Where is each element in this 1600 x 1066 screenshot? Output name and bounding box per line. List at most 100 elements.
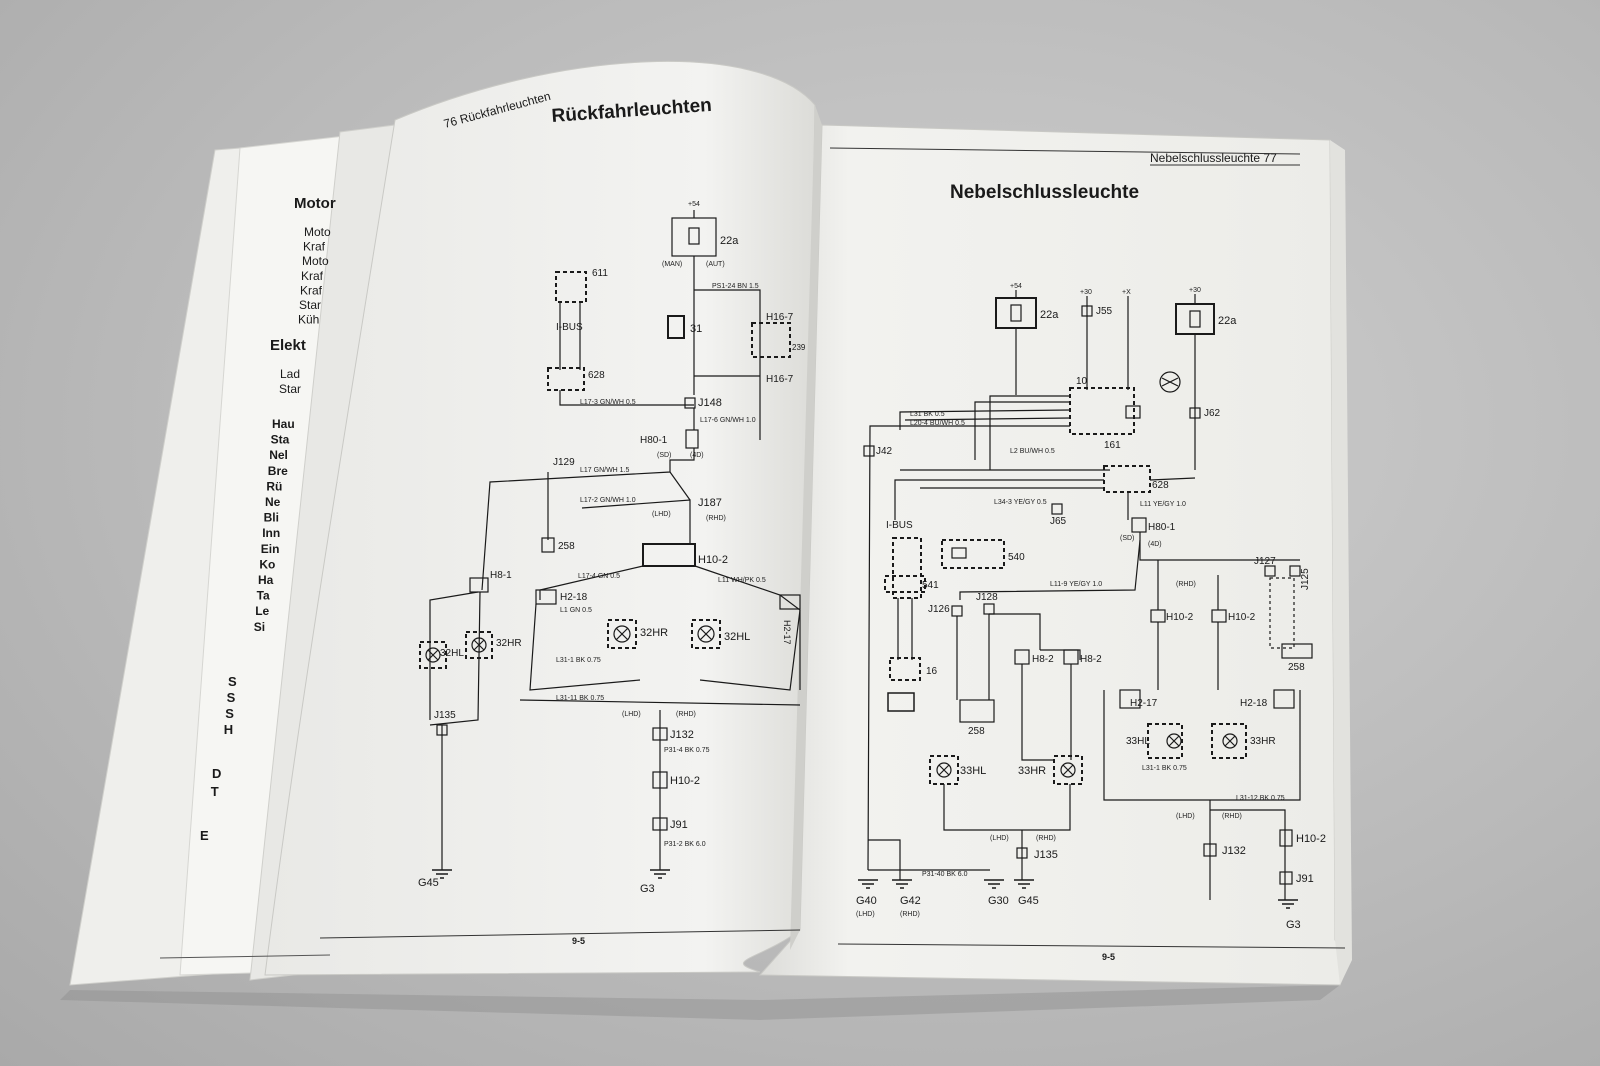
book-gutter [790, 105, 822, 950]
lp-h16a-label: H16-7 [766, 312, 794, 323]
lp-32hr2-label: 32HR [640, 627, 668, 639]
back-page-rule [159, 954, 331, 959]
rp-j128-label: J128 [976, 592, 998, 603]
rp-wire-5: L11 YE/GY 1.0 [1140, 501, 1186, 508]
lp-wire-9: L17 GN/WH 1.5 [580, 467, 630, 474]
lp-h10-label: H10-2 [698, 554, 728, 566]
lp-aut-label: (AUT) [706, 261, 725, 268]
lp-h10b-label: H10-2 [670, 775, 700, 787]
rp-rhd4-label: (RHD) [900, 911, 920, 918]
rp-g40-label: G40 [856, 895, 877, 907]
lp-man-label: (MAN) [662, 261, 682, 268]
lp-wire-11: L1 GN 0.5 [560, 607, 592, 614]
lp-wire-7: P31-4 BK 0.75 [664, 747, 710, 754]
lp-628-label: 628 [588, 370, 605, 381]
right-wiring [863, 290, 1313, 900]
rp-g42-label: G42 [900, 895, 921, 907]
book-shadow [60, 985, 1340, 1020]
right-lamps [936, 371, 1238, 778]
back-item: Inn [262, 526, 280, 540]
rp-j127-label: J127 [1254, 556, 1276, 567]
rp-16-label: 16 [926, 666, 938, 677]
rp-wire-4: L34-3 YE/GY 0.5 [994, 499, 1047, 506]
lp-611-label: 611 [592, 268, 608, 279]
lp-j132-label: J132 [670, 729, 694, 741]
lp-j148-label: J148 [698, 397, 722, 409]
back-item: E [200, 828, 209, 843]
rp-p30a-label: +30 [1080, 289, 1092, 296]
back-item: Si [254, 620, 265, 634]
rp-541-label: 541 [922, 580, 939, 591]
lp-wire-6: L31-11 BK 0.75 [556, 695, 604, 702]
back-item: T [211, 784, 219, 799]
rp-h10c-label: H10-2 [1296, 833, 1326, 845]
rp-lhd2-label: (LHD) [990, 835, 1009, 842]
lp-31-label: 31 [690, 323, 702, 335]
rp-wire-1: L31 BK 0.5 [910, 411, 945, 418]
left-grounds [432, 869, 670, 879]
rp-h80-label: H80-1 [1148, 522, 1176, 533]
rp-10-label: 10 [1076, 376, 1088, 387]
lp-h8-label: H8-1 [490, 570, 512, 581]
back-heading-2: Elekt [270, 337, 306, 354]
lp-wire-8: P31-2 BK 6.0 [664, 841, 706, 848]
rp-33hl2-label: 33HL [1126, 736, 1150, 747]
back-item: Moto [302, 254, 329, 268]
back-item: Ne [265, 495, 281, 509]
lp-j129-label: J129 [553, 457, 575, 468]
lp-g45-label: G45 [418, 877, 439, 889]
left-wiring [419, 210, 801, 870]
lp-lhd2-label: (LHD) [622, 711, 641, 718]
rp-wire-2: L20-4 BU/WH 0.5 [910, 420, 965, 427]
lp-h80-label: H80-1 [640, 435, 668, 446]
back-item: D [212, 766, 221, 781]
back-item: Kraf [303, 240, 326, 254]
back-item: S [227, 690, 236, 705]
left-page [264, 60, 816, 976]
lp-h2-17-label: H2-17 [782, 620, 792, 645]
lp-wire-12: L31-1 BK 0.75 [556, 657, 601, 664]
rp-lhd3-label: (LHD) [856, 911, 875, 918]
lp-4d-label: (4D) [690, 452, 704, 459]
rp-rhd2-label: (RHD) [1222, 813, 1242, 820]
lp-g3-label: G3 [640, 883, 655, 895]
rp-p30b-label: +30 [1189, 287, 1201, 294]
lp-p54-label: +54 [688, 201, 700, 208]
lp-ibus-label: I-BUS [556, 322, 583, 333]
rp-161-label: 161 [1104, 440, 1121, 451]
rp-g3-label: G3 [1286, 919, 1301, 931]
rp-fuse-a-label: 22a [1040, 309, 1059, 321]
back-item: Ta [257, 589, 270, 603]
lp-j91-label: J91 [670, 819, 688, 831]
right-grounds [858, 879, 1298, 909]
back-item: Rü [266, 479, 282, 493]
back-item: Moto [304, 225, 331, 239]
back-item: Le [255, 604, 269, 618]
rp-258b-label: 258 [968, 726, 985, 737]
rp-4d-label: (4D) [1148, 541, 1162, 548]
rp-33hr-label: 33HR [1018, 765, 1046, 777]
rp-px-label: +X [1122, 289, 1131, 296]
back-item: Lad [280, 367, 300, 381]
back-item: Kraf [301, 269, 324, 283]
rp-j91-label: J91 [1296, 873, 1314, 885]
lp-32hr-label: 32HR [496, 638, 522, 649]
rp-j65-label: J65 [1050, 516, 1067, 527]
rp-j135-label: J135 [1034, 849, 1058, 861]
back-item: Ko [259, 557, 275, 571]
lp-32hl2-label: 32HL [724, 631, 750, 643]
rp-j125-label: J125 [1300, 568, 1311, 590]
rp-wire-9: P31-40 BK 6.0 [922, 871, 968, 878]
rp-j55-label: J55 [1096, 306, 1113, 317]
rp-33hr2-label: 33HR [1250, 736, 1276, 747]
rp-g45-label: G45 [1018, 895, 1039, 907]
rp-rhd3-label: (RHD) [1036, 835, 1056, 842]
lp-wire-10: PS1-24 BN 1.5 [712, 283, 759, 290]
back-item: Bre [268, 464, 288, 478]
back-item: Nel [269, 448, 288, 462]
back-heading-1: Motor [294, 195, 336, 212]
lp-lhd-label: (LHD) [652, 511, 671, 518]
back-item: Ha [258, 573, 274, 587]
lp-32hl-label: 32HL [440, 648, 464, 659]
